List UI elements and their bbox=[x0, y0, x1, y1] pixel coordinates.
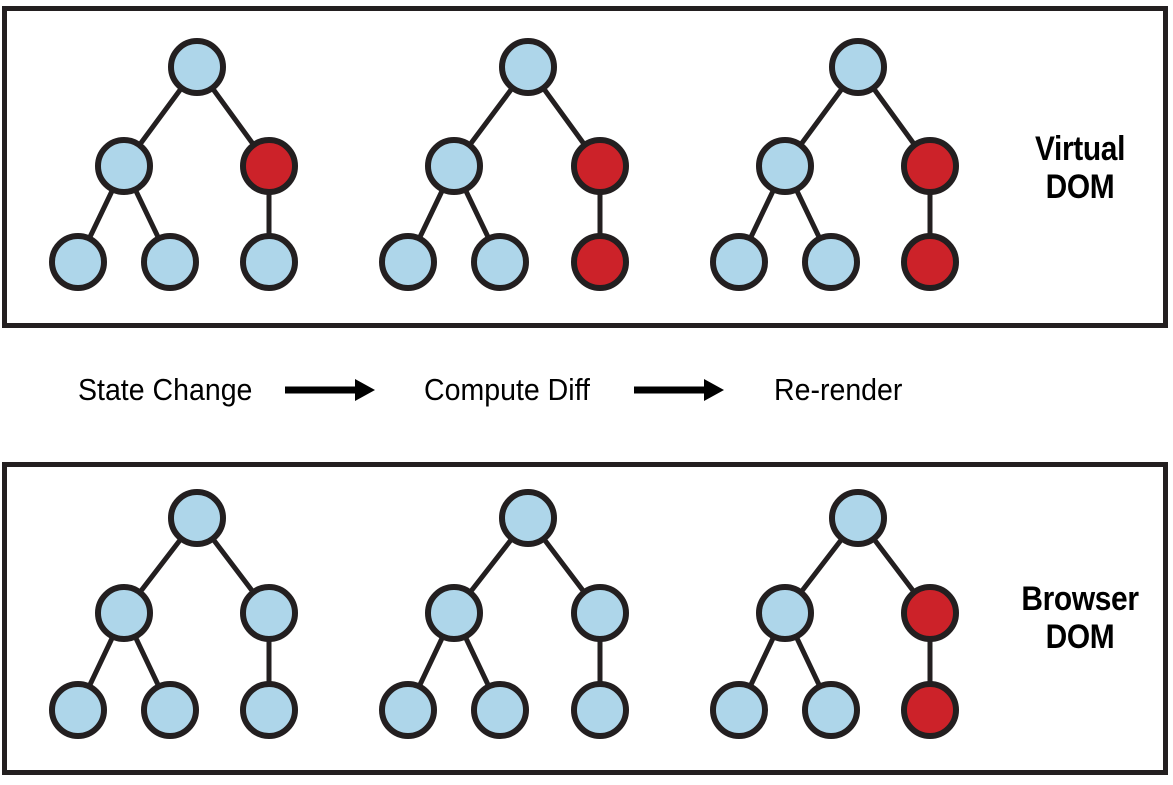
browser-dom-label-line-1: Browser bbox=[1021, 580, 1139, 618]
browser-dom-label-line-2: DOM bbox=[1045, 618, 1115, 656]
flow-step-state-change: State Change bbox=[78, 372, 253, 407]
flow-step-re-render: Re-render bbox=[774, 372, 903, 407]
virtual-dom-frame bbox=[2, 6, 1168, 328]
virtual-dom-label: Virtual DOM bbox=[1010, 130, 1151, 206]
virtual-dom-label-line-1: Virtual bbox=[1034, 130, 1126, 168]
browser-dom-label: Browser DOM bbox=[1010, 580, 1151, 656]
browser-dom-frame bbox=[2, 462, 1168, 775]
flow-step-compute-diff: Compute Diff bbox=[424, 372, 590, 407]
virtual-dom-label-line-2: DOM bbox=[1045, 168, 1115, 206]
flow-arrow-head bbox=[355, 379, 375, 401]
flow-arrow-head bbox=[704, 379, 724, 401]
